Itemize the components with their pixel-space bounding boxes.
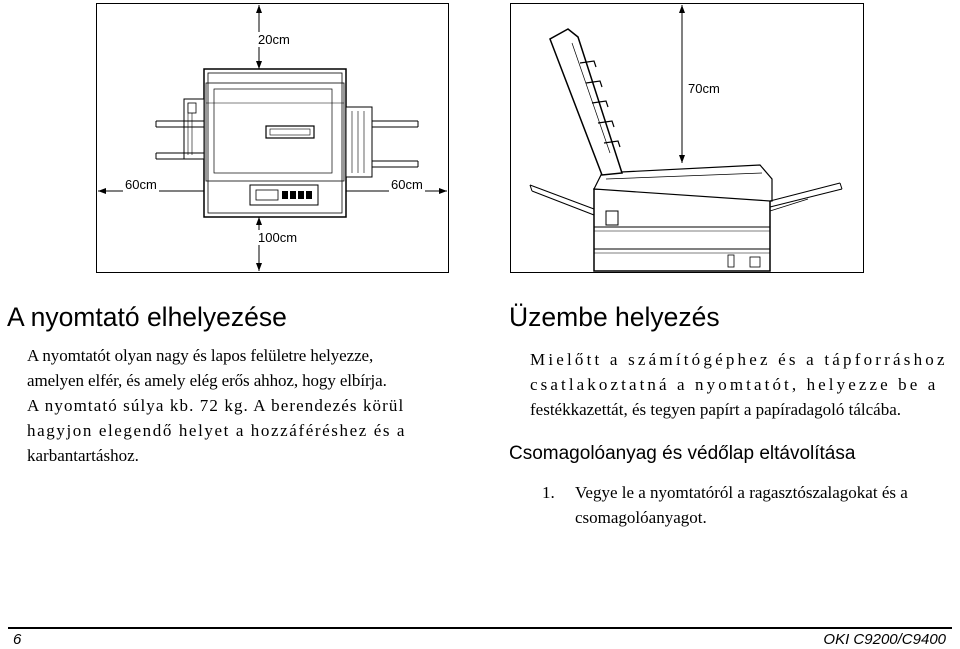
setup-paragraph: Mielőtt a számítógéphez és a tápforrásho…	[530, 347, 958, 422]
open-cover-diagram: 70cm	[510, 3, 864, 273]
page-number: 6	[13, 631, 22, 648]
product-name: OKI C9200/C9400	[823, 631, 946, 648]
setup-line: csatlakoztatná a nyomtatót, helyezze be …	[530, 375, 939, 394]
placement-line: hagyjon elegendő helyet a hozzáféréshez …	[27, 421, 407, 440]
clearance-diagram: 20cm 60cm 60cm 100cm	[96, 3, 449, 273]
footer-rule	[8, 627, 952, 629]
list-item-line: csomagolóanyagot.	[575, 508, 707, 527]
right-clearance-label: 60cm	[389, 177, 425, 192]
height-clearance-label: 70cm	[686, 81, 722, 96]
setup-line: festékkazettát, és tegyen papírt a papír…	[530, 400, 901, 419]
setup-heading: Üzembe helyezés	[509, 302, 720, 332]
list-number: 1.	[542, 483, 555, 502]
placement-line: A nyomtatót olyan nagy és lapos felületr…	[27, 346, 374, 365]
placement-paragraph: A nyomtatót olyan nagy és lapos felületr…	[27, 343, 453, 468]
bottom-clearance-label: 100cm	[256, 230, 300, 245]
printer-side-view-drawing	[510, 3, 864, 273]
list-item: Vegye le a nyomtatóról a ragasztószalago…	[575, 480, 959, 530]
placement-line: amelyen elfér, és amely elég erős ahhoz,…	[27, 371, 387, 390]
top-clearance-label: 20cm	[256, 32, 292, 47]
packaging-subheading: Csomagolóanyag és védőlap eltávolítása	[509, 443, 856, 464]
placement-heading: A nyomtató elhelyezése	[7, 302, 287, 332]
setup-line: Mielőtt a számítógéphez és a tápforrásho…	[530, 350, 948, 369]
printer-top-view-drawing	[96, 3, 449, 273]
placement-line: karbantartáshoz.	[27, 446, 139, 465]
left-clearance-label: 60cm	[123, 177, 159, 192]
placement-line: A nyomtató súlya kb. 72 kg. A berendezés…	[27, 396, 405, 415]
list-item-line: Vegye le a nyomtatóról a ragasztószalago…	[575, 483, 908, 502]
